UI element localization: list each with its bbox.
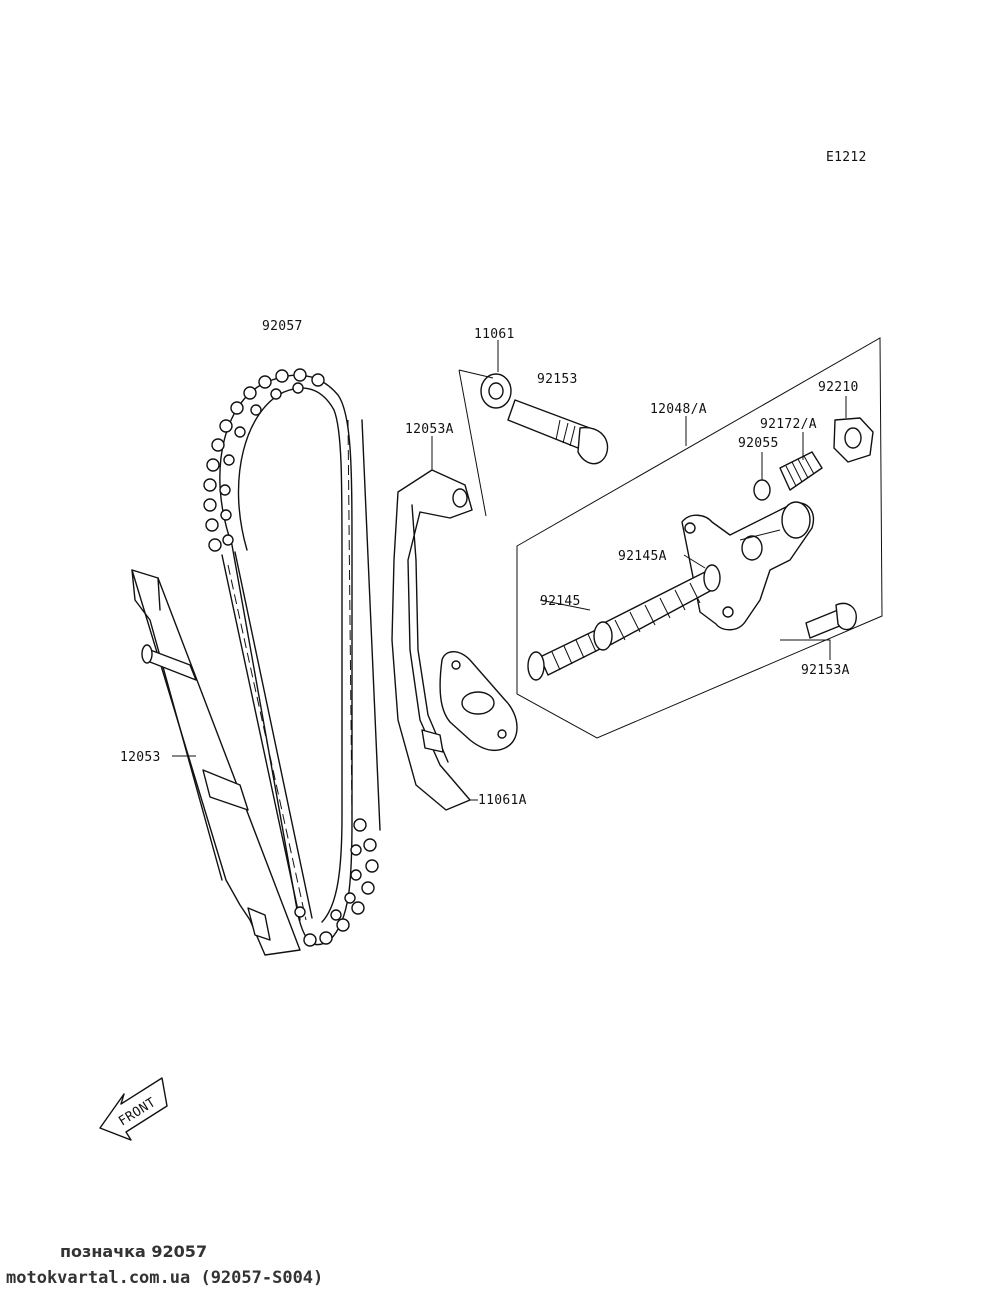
bolt-92153[interactable] <box>507 399 609 465</box>
label-12053A: 12053A <box>405 422 454 437</box>
footer-source: motokvartal.com.ua (92057-S004) <box>6 1268 324 1288</box>
bolt-92153A[interactable] <box>805 602 857 639</box>
label-92153A: 92153A <box>801 663 850 678</box>
diagram-code: E1212 <box>826 150 867 165</box>
footer-caption: позначка 92057 <box>60 1242 208 1261</box>
gasket-11061A[interactable] <box>439 651 518 752</box>
spring-92172A[interactable] <box>779 451 823 491</box>
leader-lines <box>172 340 847 801</box>
chain-guide-12053[interactable] <box>131 569 301 956</box>
label-12048A: 12048/A <box>650 402 707 417</box>
label-92057: 92057 <box>262 319 303 334</box>
label-11061A: 11061A <box>478 793 527 808</box>
label-92172A: 92172/A <box>760 417 817 432</box>
front-arrow: FRONT <box>99 1077 168 1141</box>
label-92055: 92055 <box>738 436 779 451</box>
label-92153: 92153 <box>537 372 578 387</box>
label-12053: 12053 <box>120 750 161 765</box>
label-11061: 11061 <box>474 327 515 342</box>
label-92210: 92210 <box>818 380 859 395</box>
spring-92145[interactable] <box>527 621 613 681</box>
label-92145: 92145 <box>540 594 581 609</box>
timing-chain[interactable] <box>203 368 381 947</box>
nut-92210[interactable] <box>833 417 874 463</box>
tensioner-body[interactable] <box>681 501 815 631</box>
tensioner-guide-12053A[interactable] <box>391 469 473 811</box>
label-92145A: 92145A <box>618 549 667 564</box>
o-ring-92055[interactable] <box>753 479 771 501</box>
tensioner-assembly-box <box>516 337 883 739</box>
washer-11061[interactable] <box>480 373 512 409</box>
